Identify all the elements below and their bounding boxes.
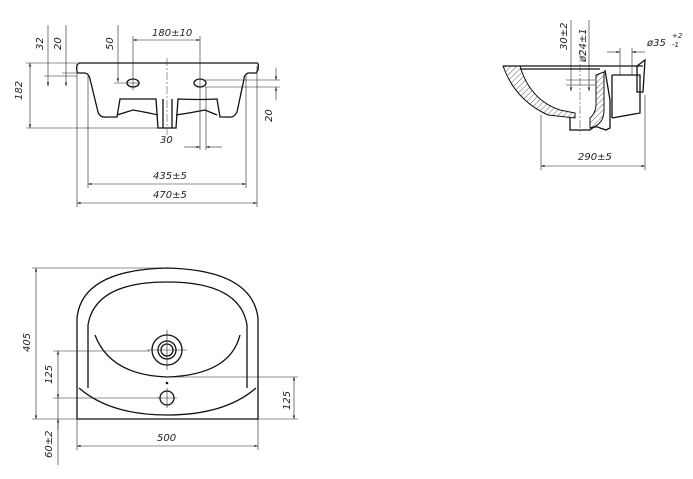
dim-dia-24: ø24±1 <box>578 28 589 63</box>
dim-405: 405 <box>22 333 33 352</box>
dim-182: 182 <box>14 81 25 100</box>
dim-470: 470±5 <box>153 190 187 201</box>
dim-30: 30 <box>160 135 173 146</box>
dim-435: 435±5 <box>153 171 187 182</box>
top-bowl-outline <box>87 281 248 388</box>
front-basin-outline <box>76 62 259 129</box>
dim-50: 50 <box>105 37 116 50</box>
dim-125-left: 125 <box>44 365 55 384</box>
side-overflow-section <box>589 71 605 129</box>
overflow-dot <box>165 381 169 385</box>
dim-20-right: 20 <box>264 109 275 122</box>
dim-30-2: 30±2 <box>559 23 570 50</box>
front-bowl-inner <box>116 109 218 116</box>
dim-32: 32 <box>35 37 46 50</box>
top-front-edge <box>78 387 257 416</box>
dim-125-right: 125 <box>282 391 293 410</box>
dim-180: 180±10 <box>152 28 192 39</box>
dim-60: 60±2 <box>44 431 55 458</box>
side-bowl-section <box>502 65 576 119</box>
dim-dia-35-lower-tol: -1 <box>672 41 679 49</box>
side-overflow-channel <box>611 58 646 119</box>
dim-dia-35-upper-tol: +2 <box>672 32 683 40</box>
side-drain <box>569 69 611 131</box>
dim-20-left: 20 <box>53 37 64 50</box>
side-view: 30±2 ø24±1 ø35 +2 -1 290±5 <box>502 20 683 170</box>
front-view: 182 32 20 50 180±10 30 20 435±5 470±5 <box>14 25 280 207</box>
top-view: 405 125 60±2 125 500 <box>22 267 298 465</box>
dim-dia-35: ø35 <box>646 38 666 49</box>
dim-290: 290±5 <box>578 152 612 163</box>
dim-500: 500 <box>157 433 176 444</box>
top-outer-outline <box>76 267 259 420</box>
